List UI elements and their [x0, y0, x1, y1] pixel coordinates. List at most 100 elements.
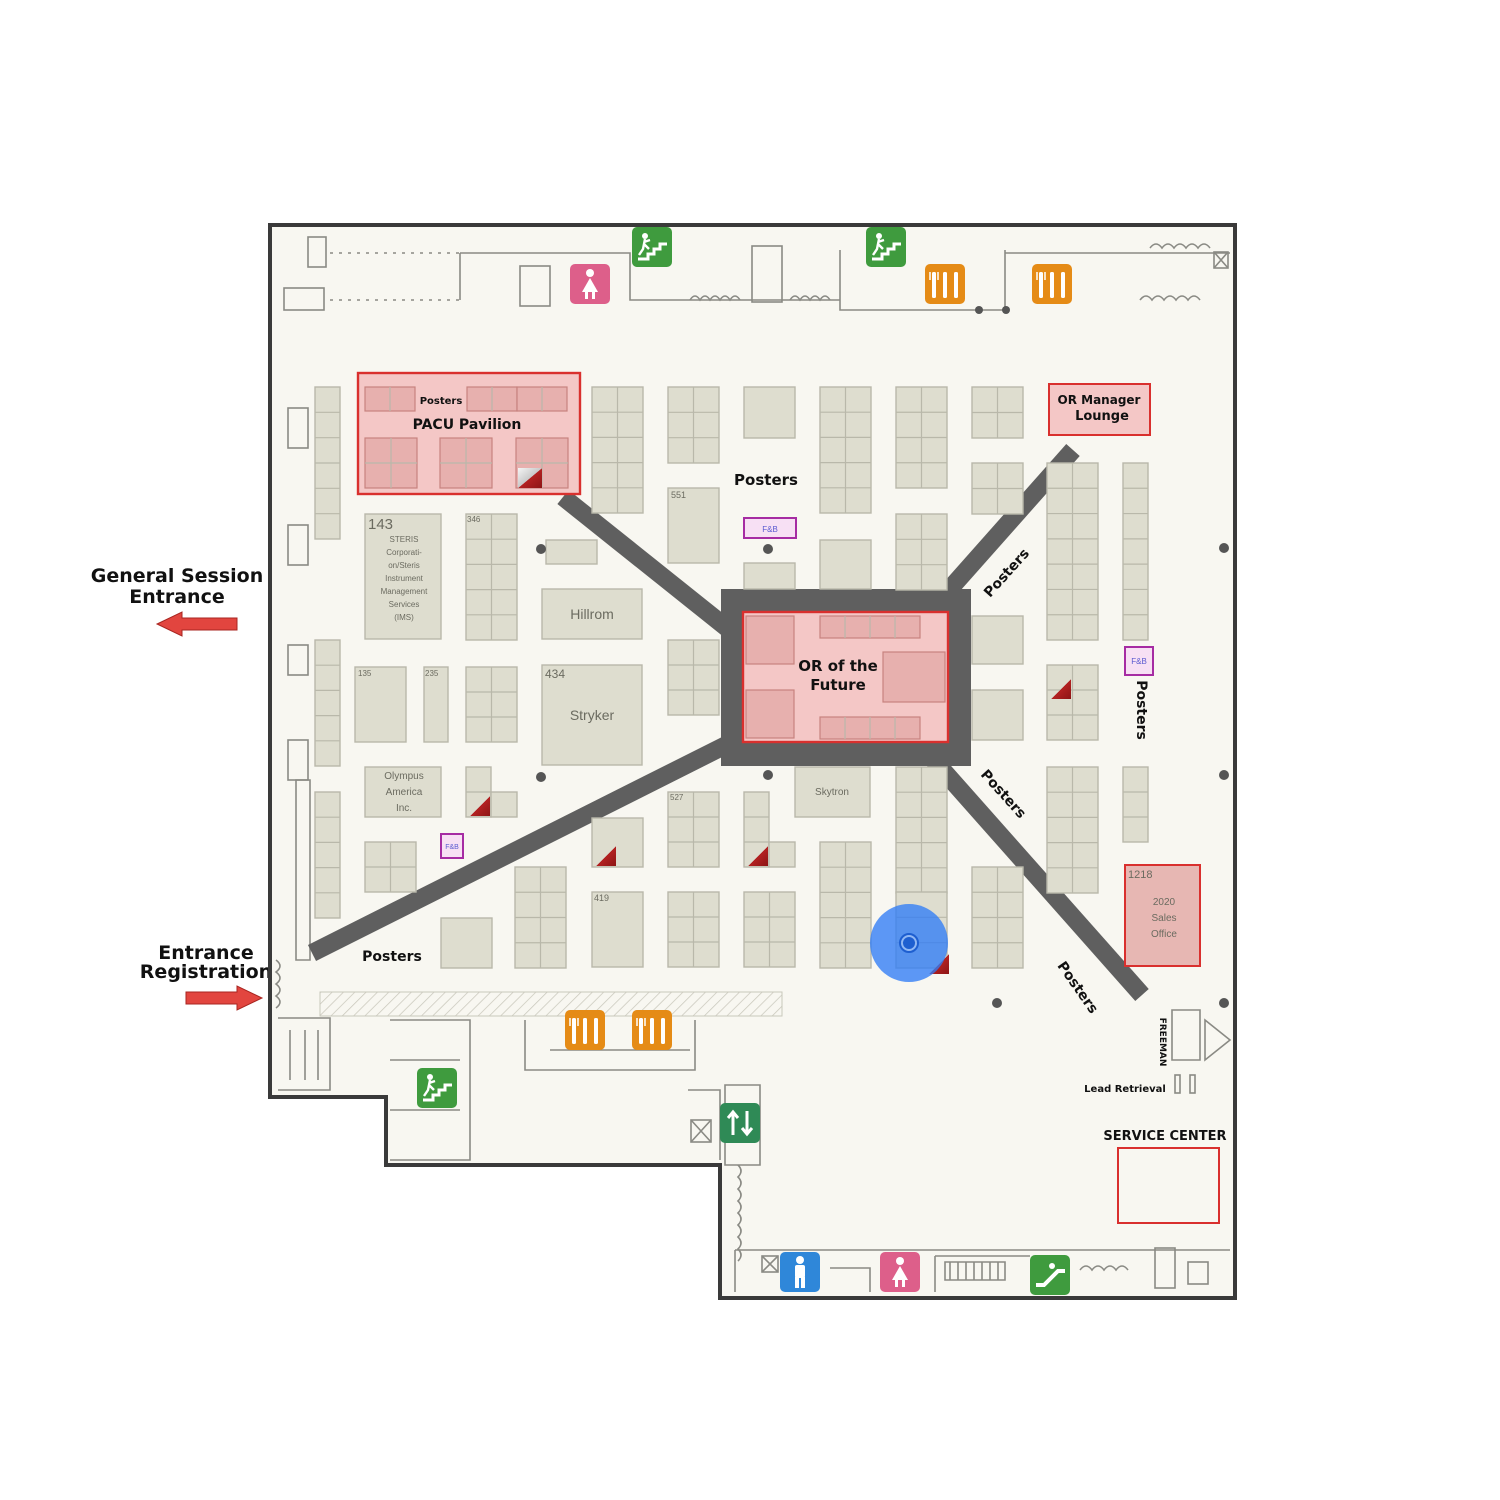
amenity-icons [417, 227, 1072, 1295]
womens-restroom-icon [880, 1252, 920, 1292]
booth-block[interactable] [364, 841, 417, 893]
steris-line1: STERIS [390, 535, 419, 544]
booth-number-434: 434 [545, 667, 565, 681]
booth-number-143: 143 [368, 516, 393, 533]
booth-block[interactable] [743, 562, 796, 590]
posters-label-bottom-left: Posters [362, 949, 422, 965]
page-curl-icon [470, 796, 490, 816]
booth-block[interactable] [819, 386, 872, 514]
booth-block[interactable] [1046, 462, 1099, 641]
booth-block[interactable] [314, 791, 341, 919]
food-icon [925, 264, 965, 304]
steris-line5: Management [381, 587, 428, 596]
booth-block[interactable] [971, 462, 1024, 515]
booth-block[interactable] [743, 386, 796, 439]
bottom-left-structure [278, 1017, 761, 1166]
booth-number-419: 419 [594, 893, 609, 903]
fb-stands: F&B F&B F&B [440, 517, 1154, 859]
booth-block[interactable] [667, 791, 720, 868]
or-manager-line1: OR Manager [1058, 393, 1141, 407]
booth-number-527: 527 [670, 793, 684, 802]
olympus-line3: Inc. [396, 803, 412, 814]
food-icon [1032, 264, 1072, 304]
registration-entrance-label: Entrance Registration [130, 944, 282, 982]
food-icon [565, 1010, 605, 1050]
booth-block[interactable] [895, 386, 948, 489]
booth-block[interactable] [591, 386, 644, 514]
steris-line4: Instrument [385, 574, 424, 583]
stairs-icon [632, 227, 672, 267]
booth-block[interactable] [819, 539, 872, 590]
or-of-the-future-area[interactable]: OR of the Future [741, 610, 950, 744]
booth-number-235: 235 [425, 669, 439, 678]
booth-block[interactable] [768, 841, 796, 868]
posters-label-center: Posters [734, 471, 798, 489]
fb-label-2: F&B [1131, 657, 1147, 666]
posters-label-right-vertical: Posters [1133, 680, 1149, 740]
arrow-left-icon [155, 611, 238, 637]
pacu-pavilion-title: PACU Pavilion [413, 417, 522, 433]
booth-block[interactable] [1046, 766, 1099, 894]
booth-block[interactable] [465, 666, 518, 743]
booth-steris[interactable]: 143 STERIS Corporati- on/Steris Instrume… [364, 513, 442, 640]
current-location-marker[interactable] [870, 904, 948, 982]
booth-block[interactable] [1046, 664, 1099, 741]
steris-line3: on/Steris [388, 561, 420, 570]
booth-block[interactable] [1122, 462, 1149, 641]
booth-block[interactable] [971, 689, 1024, 741]
registration-line1: Entrance [158, 942, 254, 964]
general-session-entrance-label: General Session Entrance [82, 566, 272, 608]
steris-line2: Corporati- [386, 548, 422, 557]
general-session-line2: Entrance [129, 586, 225, 608]
food-icon [632, 1010, 672, 1050]
booth-block[interactable] [314, 386, 341, 540]
booth-block[interactable] [895, 766, 948, 894]
booth-block[interactable] [895, 513, 948, 591]
booth-block[interactable] [514, 866, 567, 969]
service-center[interactable]: SERVICE CENTER [1103, 1129, 1227, 1224]
booth-hillrom[interactable]: Hillrom [541, 588, 643, 640]
stryker-label: Stryker [570, 707, 615, 723]
booth-skytron[interactable]: Skytron [794, 766, 871, 818]
booth-block[interactable] [743, 891, 796, 968]
booth-block[interactable] [667, 386, 720, 464]
booth-block[interactable] [465, 513, 518, 641]
booth-block[interactable] [490, 791, 518, 818]
page-curl-icon [1051, 679, 1071, 699]
booth-block[interactable] [971, 615, 1024, 665]
pacu-posters-label: Posters [420, 396, 463, 407]
booth-block[interactable] [667, 639, 720, 716]
fb-label-1: F&B [762, 525, 778, 534]
or-manager-lounge[interactable]: OR Manager Lounge [1048, 383, 1151, 436]
booth-block[interactable] [667, 891, 720, 968]
fb-label-3: F&B [445, 844, 459, 851]
stairs-icon [417, 1068, 457, 1108]
booth-block[interactable] [440, 917, 493, 969]
service-center-label: SERVICE CENTER [1103, 1129, 1226, 1144]
elevator-icon [720, 1103, 760, 1143]
skytron-label: Skytron [815, 787, 849, 798]
booth-number-346: 346 [467, 515, 481, 524]
booth-block[interactable] [971, 386, 1024, 439]
booth-block[interactable] [819, 841, 872, 969]
sales-office-2020[interactable]: 1218 2020 Sales Office [1124, 864, 1201, 967]
steris-line6: Services [389, 600, 420, 609]
booth-block[interactable] [314, 639, 341, 767]
booth-olympus[interactable]: Olympus America Inc. [364, 766, 442, 818]
booth-block[interactable] [971, 866, 1024, 969]
booth-stryker[interactable]: 434 Stryker [541, 664, 643, 766]
steris-line7: (IMS) [394, 613, 414, 622]
hatched-corridor [319, 991, 783, 1017]
booth-number-1218: 1218 [1128, 869, 1152, 881]
escalator-icon [1030, 1255, 1070, 1295]
womens-restroom-icon [570, 264, 610, 304]
booth-block[interactable] [545, 539, 598, 565]
mens-restroom-icon [780, 1252, 820, 1292]
page-curl-icon [748, 846, 768, 866]
sales-office-line2: Sales [1151, 913, 1176, 924]
pacu-pavilion-area[interactable]: Posters PACU Pavilion [356, 371, 582, 496]
booth-block[interactable] [1122, 766, 1149, 843]
booth-block[interactable] [591, 817, 644, 868]
general-session-line1: General Session [90, 565, 264, 587]
